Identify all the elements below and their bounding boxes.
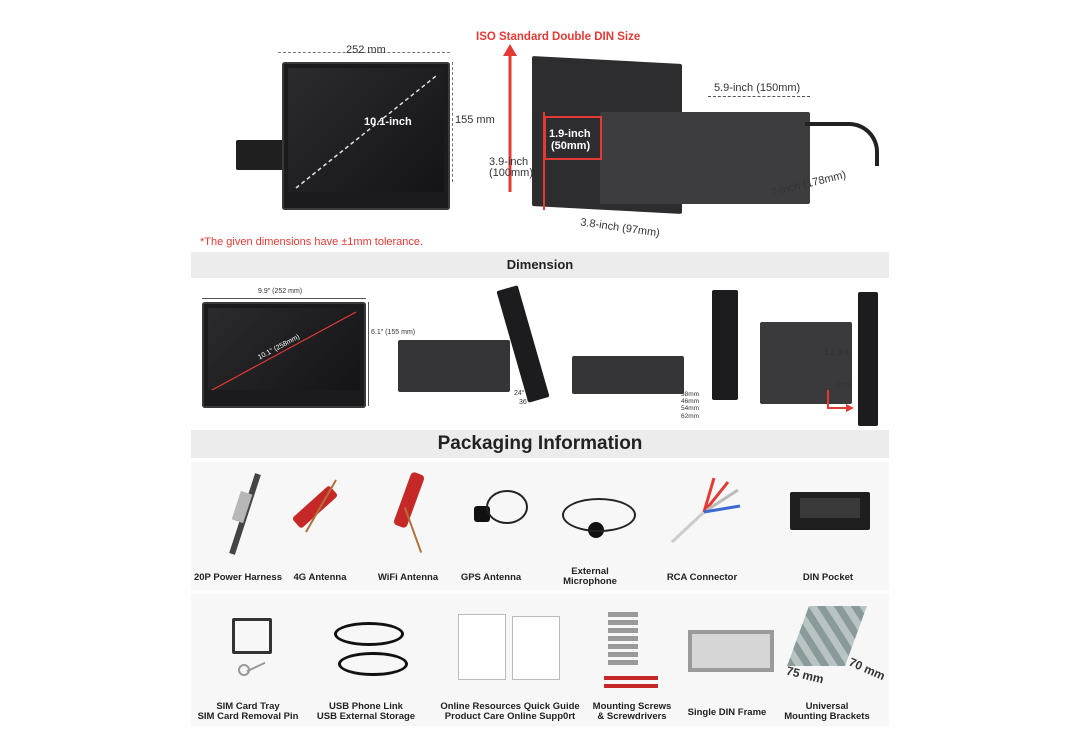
packaging-title: Packaging Information	[437, 433, 643, 454]
iso-cable	[805, 122, 879, 166]
iso-title: ISO Standard Double DIN Size	[476, 31, 641, 43]
caption-rca-connector: RCA Connector	[666, 572, 738, 583]
iso-bottom-width-label: 3.8-inch (97mm)	[579, 216, 661, 240]
usb-cable-icon-2	[338, 652, 408, 676]
caption-din-pocket: DIN Pocket	[802, 572, 854, 583]
top-monitor: 10.1-inch	[282, 62, 450, 210]
rca-connector-icon	[670, 477, 741, 544]
dim-red-arrow	[827, 390, 854, 412]
caption-mounting-brackets: Universal Mounting Brackets	[784, 701, 870, 722]
dim-width-label: 9.9" (252 mm)	[258, 288, 303, 295]
iso-side-height-line	[543, 112, 545, 210]
top-diagonal	[295, 75, 437, 189]
dim-height-line	[368, 302, 369, 406]
iso-side-height-line2: (100mm)	[489, 167, 534, 179]
iso-arrow	[503, 44, 517, 192]
dim-width-line	[202, 298, 366, 299]
tolerance-note: *The given dimensions have ±1mm toleranc…	[200, 236, 424, 248]
dim-depth-3: 54mm	[681, 405, 700, 412]
iso-din-height-line1: 1.9-inch	[549, 128, 591, 140]
iso-side-height-line1: 3.9-inch	[489, 156, 529, 168]
caption-gps-antenna: GPS Antenna	[460, 572, 522, 583]
top-diagonal-label: 10.1-inch	[364, 116, 412, 128]
sim-tray-icon	[232, 618, 272, 654]
dim-pin-numbers: 1 2 3 4	[824, 348, 849, 357]
iso-din-height-box	[544, 116, 602, 160]
caption-wifi-antenna: WiFi Antenna	[377, 572, 439, 583]
caption-sim-tray: SIM Card Tray SIM Card Removal Pin	[197, 701, 299, 722]
dim-depth-4: 62mm	[681, 413, 700, 420]
iso-din-height-line2: (50mm)	[551, 140, 591, 152]
usb-cable-icon-1	[334, 622, 404, 646]
guide-sheet-icon-1	[458, 614, 506, 680]
dimension-title: Dimension	[506, 257, 574, 272]
top-height-line	[452, 62, 453, 182]
dim-side-unit	[398, 340, 510, 392]
top-unit-back	[236, 140, 288, 170]
screwdriver-icon-2	[604, 684, 658, 688]
dim-back-unit	[760, 322, 852, 404]
caption-usb-cables: USB Phone Link USB External Storage	[316, 701, 416, 722]
row1-bg	[191, 462, 889, 590]
caption-power-harness: 20P Power Harness	[193, 572, 282, 583]
top-height-label: 155 mm	[455, 114, 495, 126]
caption-online-resources: Online Resources Quick Guide Product Car…	[440, 701, 580, 722]
dim-pin-spacing: 8mm	[836, 382, 852, 389]
packaging-band: Packaging Information	[191, 430, 889, 458]
dim-height-label: 6.1" (155 mm)	[371, 329, 416, 336]
dim-mid-unit	[572, 356, 684, 394]
guide-sheet-icon-2	[512, 616, 560, 680]
dim-depth-1: 38mm	[681, 391, 700, 398]
caption-single-din-frame: Single DIN Frame	[687, 707, 767, 718]
caption-4g-antenna: 4G Antenna	[293, 572, 347, 583]
dim-mid-screen	[712, 290, 738, 400]
screws-icon	[608, 612, 638, 668]
dim-angle-1: 24°	[514, 390, 525, 397]
harness-icon	[222, 472, 268, 556]
top-width-label: 252 mm	[346, 44, 386, 56]
screwdriver-icon-1	[604, 676, 658, 680]
iso-body	[600, 112, 810, 204]
dim-back-screen	[858, 292, 878, 426]
top-width-line	[278, 52, 450, 53]
dim-monitor: 10.1" (258mm)	[202, 302, 366, 408]
iso-depth-label: 5.9-inch (150mm)	[714, 82, 801, 94]
dim-angle-2: 36°	[519, 399, 530, 406]
caption-mounting-screws: Mounting Screws & Screwdrivers	[592, 701, 672, 722]
dim-depth-2: 46mm	[681, 398, 700, 405]
iso-depth-line	[708, 96, 810, 97]
caption-external-microphone: External Microphone	[563, 566, 617, 587]
dimension-band: Dimension	[191, 252, 889, 278]
din-frame-icon	[688, 630, 774, 672]
